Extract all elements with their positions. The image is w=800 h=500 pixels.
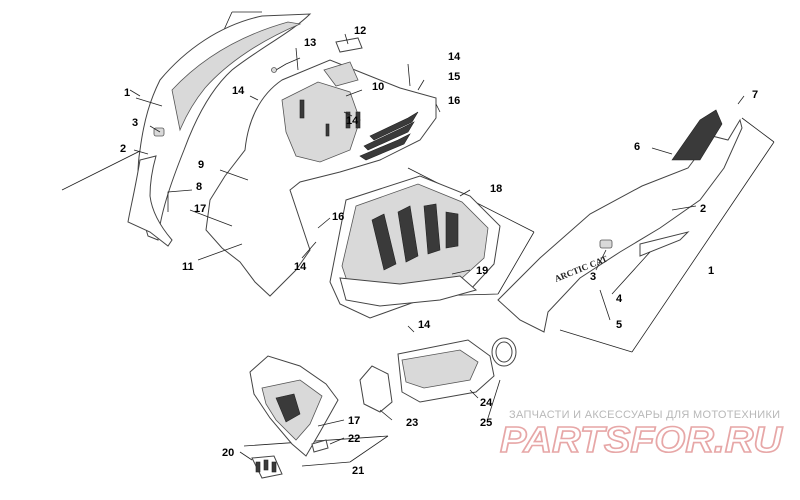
- callout-22: 22: [348, 433, 360, 445]
- callout-23: 23: [406, 417, 418, 429]
- callout-2-right: 2: [700, 203, 706, 215]
- watermark-tagline: ЗАПЧАСТИ И АКСЕССУАРЫ ДЛЯ МОТОТЕХНИКИ: [509, 409, 780, 421]
- left-side-panel-group: [61, 11, 312, 247]
- callout-14-hood-right: 14: [448, 51, 461, 63]
- callout-25: 25: [480, 417, 492, 429]
- callout-9: 9: [198, 159, 204, 171]
- callout-6: 6: [634, 141, 640, 153]
- leader-lines: [133, 33, 745, 461]
- vent-cap: [335, 37, 363, 53]
- callout-17-bottom: 17: [348, 415, 360, 427]
- intake-gasket: [359, 365, 393, 413]
- right-side-panel-group: ARCTIC CAT: [497, 109, 775, 353]
- hood-bracket: [325, 123, 330, 137]
- callout-16-mid: 16: [332, 211, 344, 223]
- watermark-logo: PARTSFOR.RU: [500, 419, 783, 460]
- small-plate: [311, 439, 329, 453]
- callout-17-top: 17: [194, 203, 206, 215]
- callout-8: 8: [196, 181, 202, 193]
- callout-14-hood-left: 14: [232, 85, 245, 97]
- callout-15: 15: [448, 71, 460, 83]
- callout-10: 10: [372, 81, 384, 93]
- hood-bracket: [299, 99, 305, 119]
- callout-20: 20: [222, 447, 234, 459]
- callout-4: 4: [616, 293, 623, 305]
- callout-13: 13: [304, 37, 316, 49]
- lower-panel-group: [243, 355, 389, 479]
- callout-24: 24: [480, 397, 493, 409]
- callout-19: 19: [476, 265, 488, 277]
- callout-2-left: 2: [120, 143, 126, 155]
- callout-14-hood-center: 14: [346, 115, 359, 127]
- callout-11: 11: [182, 261, 194, 273]
- side-clip: [599, 239, 613, 249]
- watermark: ЗАПЧАСТИ И АКСЕССУАРЫ ДЛЯ МОТОТЕХНИКИ PA…: [499, 409, 784, 461]
- air-intake-group: [359, 337, 517, 413]
- side-panel-trim: [639, 231, 690, 257]
- callout-7: 7: [752, 89, 758, 101]
- callout-3-right: 3: [590, 271, 596, 283]
- callout-labels: 1 2 3 8 17 9 11 14 13 12 10 14 14 15 16 …: [120, 25, 758, 477]
- callout-18: 18: [490, 183, 502, 195]
- callout-16-top: 16: [448, 95, 460, 107]
- callout-14-mid: 14: [294, 261, 307, 273]
- callout-1-right: 1: [708, 265, 714, 277]
- hood-assembly: [205, 37, 437, 297]
- console-assembly: [329, 167, 535, 319]
- callout-1-left: 1: [124, 87, 130, 99]
- callout-5: 5: [616, 319, 622, 331]
- callout-14-console: 14: [418, 319, 431, 331]
- hood-bracket: [345, 111, 351, 129]
- callout-12: 12: [354, 25, 366, 37]
- hood-bracket: [355, 111, 361, 129]
- callout-21: 21: [352, 465, 364, 477]
- callout-3-left: 3: [132, 117, 138, 129]
